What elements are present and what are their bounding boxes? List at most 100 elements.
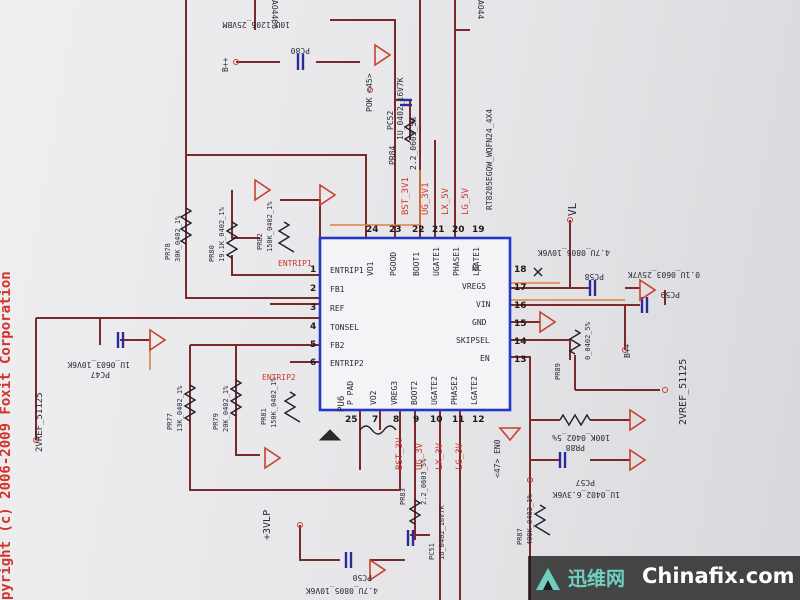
resistor-pr80 xyxy=(225,221,239,259)
component-labels: 10U_1206_25VBM PC80 PC52 1U_0402_16V7K P… xyxy=(67,0,700,595)
pin-num-11: 11 xyxy=(452,415,465,425)
ground-arrow-2 xyxy=(319,183,337,207)
label-pr87-ref: PR87 xyxy=(516,528,524,545)
resistor-pr84 xyxy=(403,117,417,143)
label-pc47-val: 1U_0603_10V6K xyxy=(67,360,130,369)
pin-name-entrip1: ENTRIP1 xyxy=(330,266,364,275)
pin-num-23: 23 xyxy=(389,225,402,235)
ic-right-pins: NC VREG5 VIN GND SKIPSEL EN 18 17 16 15 … xyxy=(456,264,527,365)
label-bpp-1: B++ xyxy=(221,57,230,72)
pin-name-vo1: VO1 xyxy=(366,261,375,276)
net-top-2: UG_3V1 xyxy=(421,182,431,215)
net-top-4: LG_5V xyxy=(461,187,471,215)
net-entrip2: ENTRIP2 xyxy=(262,373,296,382)
label-pc50-val: 4.7U_0805_10V6K xyxy=(306,586,378,595)
label-pr79-ref: PR79 xyxy=(212,413,220,430)
label-pr83-val: 2.2_0603_5% xyxy=(420,458,428,505)
junction-en0 xyxy=(527,477,533,483)
ground-arrow-10 xyxy=(369,558,387,582)
highlight-traces xyxy=(149,170,625,370)
label-en0: <47> EN0 xyxy=(493,439,502,478)
watermark-cn-text: 迅维网 xyxy=(568,568,626,590)
pin-num-7: 7 xyxy=(372,415,378,425)
pin-num-16: 16 xyxy=(514,301,527,311)
ground-symbols xyxy=(33,43,668,582)
label-2vref-right: 2VREF_51125 xyxy=(678,359,689,425)
pin-name-skipsel: SKIPSEL xyxy=(456,336,490,345)
supply-labels: B++ B++ VL +3VLP 2VREF_51125 2VREF_51125… xyxy=(35,57,689,540)
net-entrip1: ENTRIP1 xyxy=(278,259,312,268)
pin-num-2: 2 xyxy=(310,284,316,294)
net-top-1: BST_3V1 xyxy=(401,177,411,215)
pin-num-5: 5 xyxy=(310,340,316,350)
label-pr77-val: 13K_0402_1% xyxy=(176,385,184,432)
capacitors xyxy=(116,54,649,568)
net-bottom-1: BST_3V xyxy=(395,437,405,470)
junction-bpp-2 xyxy=(622,347,628,353)
pin-num-4: 4 xyxy=(310,322,316,332)
label-pr83-ref: PR83 xyxy=(399,488,407,505)
label-2vref-left: 2VREF_51125 xyxy=(35,392,45,452)
pin-name-lgate2: LGATE2 xyxy=(470,376,479,405)
label-vl: VL xyxy=(566,202,579,216)
label-pc80-val: 10U_1206_25VBM xyxy=(222,20,290,29)
label-pr78-val: 30K_0402_1% xyxy=(174,215,182,262)
pin-num-8: 8 xyxy=(393,415,399,425)
label-pc59-val: 0.1U_0603_25V7K xyxy=(628,270,700,279)
label-pr84-ref: PR84 xyxy=(388,146,397,165)
junction-pok xyxy=(367,87,373,93)
ground-arrow-4 xyxy=(149,328,167,352)
resistor-pr79 xyxy=(229,379,243,417)
net-labels: BST_3V1 UG_3V1 LX_5V LG_5V BST_3V UG_3V … xyxy=(262,177,471,470)
pin-name-vin: VIN xyxy=(476,300,491,309)
pin-num-3: 3 xyxy=(310,303,316,313)
junction-2vref-left xyxy=(33,437,39,443)
resistor-pr78 xyxy=(179,207,193,245)
label-pc52-ref: PC52 xyxy=(386,111,395,130)
resistor-pr88 xyxy=(559,413,591,427)
ppad-squiggle xyxy=(359,425,397,435)
label-pr84-val: 2.2_0603_5% xyxy=(409,117,418,170)
pin-name-pgood: PGOOD xyxy=(389,252,398,276)
pin-num-17: 17 xyxy=(514,283,527,293)
pin-num-24: 24 xyxy=(366,225,379,235)
label-pr80-val: 19.1K_0402_1% xyxy=(218,206,226,262)
label-pc58-val: 4.7U_0805_10V6K xyxy=(538,248,610,257)
ic-bottom-pins: P PAD VO2 VREG3 BOOT2 UGATE2 PHASE2 LGAT… xyxy=(345,376,485,425)
ground-arrow-8 xyxy=(629,408,647,432)
label-pr89-ref: PR89 xyxy=(554,363,562,380)
copyright-stamp: pyright (c) 2006-2009 Foxit Corporation xyxy=(0,271,14,600)
label-pr82-val: 150K_0402_1% xyxy=(266,201,274,252)
pin-name-gnd: GND xyxy=(472,318,487,327)
pin-name-ugate1: UGATE1 xyxy=(432,247,441,276)
label-pr81-val: 150K_0402_1% xyxy=(270,377,278,428)
label-ao-top2: AO44 xyxy=(476,0,485,19)
ic-ref: PU6 xyxy=(337,396,347,412)
watermark-badge: 迅维网 Chinafix.com xyxy=(528,556,800,600)
pin-num-15: 15 xyxy=(514,319,527,329)
watermark-en-text: Chinafix.com xyxy=(642,564,795,588)
pin-name-ref: REF xyxy=(330,304,345,313)
label-pc47-ref: PC47 xyxy=(91,370,110,379)
label-pc57-ref: PC57 xyxy=(576,478,595,487)
label-ao-top1: AO4466 xyxy=(270,0,279,29)
resistor-pr87 xyxy=(533,504,551,536)
label-bpp-2: B++ xyxy=(623,343,632,358)
pin-name-vreg3: VREG3 xyxy=(390,381,399,405)
net-bottom-4: LG_3V xyxy=(455,442,465,470)
label-pr79-val: 20K_0402_1% xyxy=(222,385,230,432)
pin-num-19: 19 xyxy=(472,225,485,235)
resistor-pr83 xyxy=(408,499,422,525)
nc-x-mark xyxy=(533,267,543,277)
pin-name-en: EN xyxy=(480,354,490,363)
pin-num-20: 20 xyxy=(452,225,465,235)
pin-name-phase1: PHASE1 xyxy=(452,247,461,276)
resistor-pr82 xyxy=(277,221,295,253)
net-bottom-2: UG_3V xyxy=(415,442,425,470)
ground-arrow-1 xyxy=(254,178,272,202)
ground-arrow-9 xyxy=(629,448,647,472)
junction-3vlp xyxy=(297,522,303,528)
pin-name-nc: NC xyxy=(472,264,482,273)
label-pc52-val: 1U_0402_16V7K xyxy=(396,77,405,140)
